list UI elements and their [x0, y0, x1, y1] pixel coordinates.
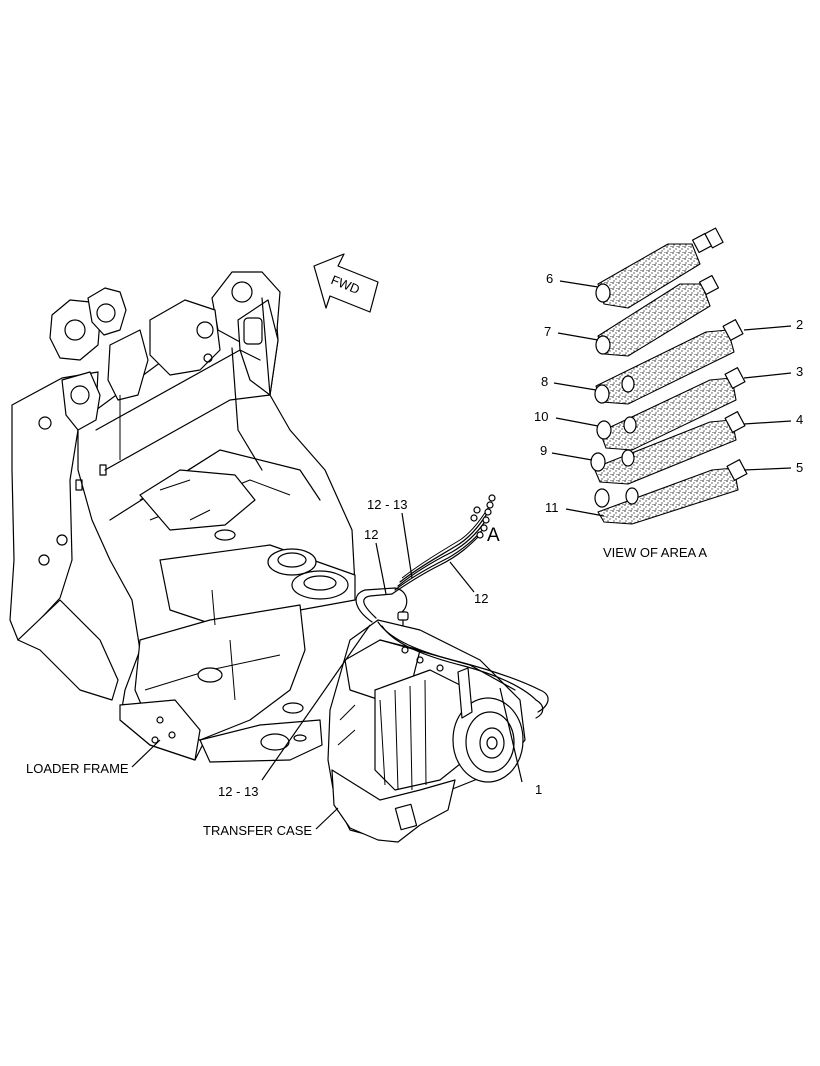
callout-12-upper: 12	[364, 527, 378, 542]
callout-5: 5	[796, 460, 803, 475]
sensor-8-2	[594, 319, 744, 405]
callout-3: 3	[796, 364, 803, 379]
callout-2: 2	[796, 317, 803, 332]
sensor-7	[595, 274, 720, 357]
callout-4: 4	[796, 412, 803, 427]
loader-frame-label: LOADER FRAME	[26, 761, 129, 776]
callout-1: 1	[535, 782, 542, 797]
area-a-marker: A	[487, 525, 500, 546]
callout-6: 6	[546, 271, 553, 286]
callout-12-right: 12	[474, 591, 488, 606]
callout-11: 11	[545, 500, 559, 515]
wiring-harness-drawing	[355, 494, 549, 719]
callout-8: 8	[541, 374, 548, 389]
callout-9: 9	[540, 443, 547, 458]
sensor-10-3	[596, 367, 746, 451]
callout-12-13-top: 12 - 13	[367, 497, 407, 512]
sensor-11-5	[594, 459, 748, 525]
fwd-arrow: FWD	[313, 253, 379, 313]
callout-10: 10	[534, 409, 548, 424]
callout-12-13-bottom: 12 - 13	[218, 784, 258, 799]
leader-lines	[131, 280, 792, 830]
transfer-case-drawing	[327, 619, 526, 843]
sensor-group-view-a	[590, 227, 748, 525]
sensor-9-4	[590, 411, 746, 485]
callout-7: 7	[544, 324, 551, 339]
loader-frame-drawing	[9, 271, 356, 763]
transfer-case-label: TRANSFER CASE	[203, 823, 312, 838]
sensor-6	[595, 227, 724, 309]
view-of-area-a-title: VIEW OF AREA A	[603, 545, 707, 560]
callout-labels: 6 7 8 10 9 11 2 3 4 5 VIEW OF AREA A A 1…	[26, 271, 803, 838]
